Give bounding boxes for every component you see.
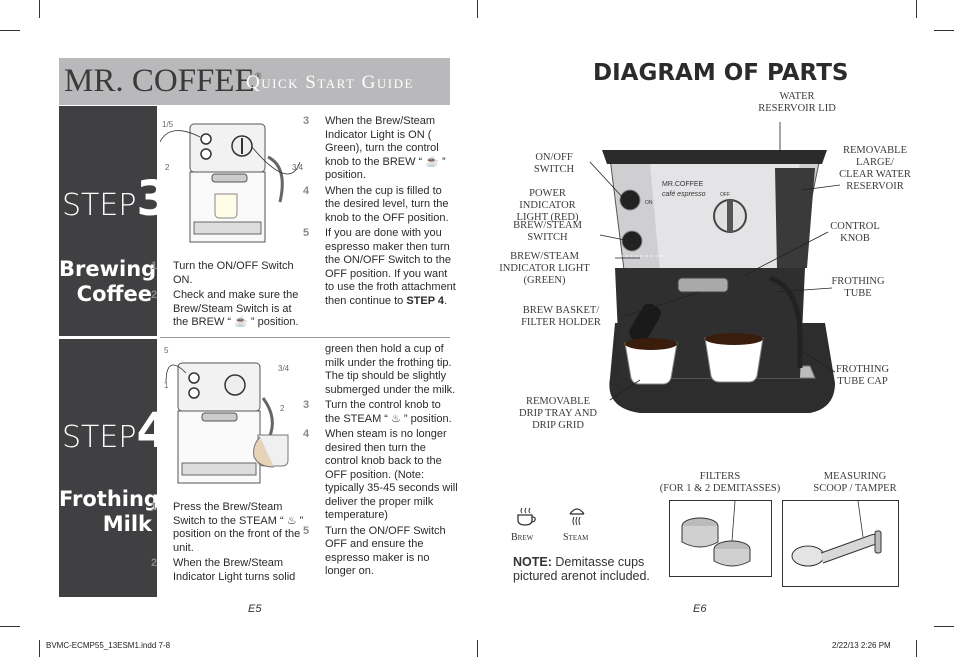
crop-mark	[934, 626, 954, 627]
switch-on-text: ON	[645, 200, 653, 206]
crop-mark	[934, 30, 954, 31]
callout-on-off-switch: On/OffSwitch	[533, 152, 575, 175]
illus-label: 3/4	[278, 364, 290, 373]
brew-icon	[517, 507, 536, 526]
crop-mark	[477, 0, 478, 18]
step4-right-instructions: green then hold a cup of milk under the …	[303, 343, 458, 577]
callout-frothing-tube-cap: FrothingTube Cap	[835, 364, 890, 387]
page-number-right: E6	[693, 603, 707, 615]
step4-heading: STEP4	[62, 403, 170, 459]
steam-icon	[569, 508, 585, 526]
step4-illustration: 5 1 3/4 2	[164, 346, 290, 484]
illus-label: 3/4	[292, 163, 304, 172]
callout-control-knob: ControlKnob	[830, 221, 880, 244]
crop-mark	[477, 640, 478, 657]
note-demitasse: NOTE: Demitasse cups pictured arenot inc…	[513, 555, 650, 583]
illus-label: 2	[165, 163, 170, 172]
step3-panel	[59, 106, 157, 336]
footer-filename: BVMC-ECMP55_13ESM1.indd 7-8	[46, 641, 171, 650]
illus-label: 1	[164, 381, 169, 390]
crop-mark	[39, 0, 40, 18]
illus-label: 2	[280, 404, 285, 413]
espresso-machine-illustration: MR.COFFEE café espresso OFF ON	[602, 150, 835, 413]
divider	[160, 337, 450, 338]
callout-removable-reservoir: RemovableLarge/Clear WaterReservoir	[839, 145, 911, 192]
crop-mark	[0, 626, 20, 627]
crop-mark	[916, 640, 917, 657]
filters-label: Filters(for 1 & 2 demitasses)	[659, 471, 781, 494]
machine-model-text: café espresso	[662, 191, 706, 198]
crop-mark	[916, 0, 917, 18]
scoop-illustration	[791, 500, 882, 567]
callout-drip-tray: RemovableDrip Tray andDrip Grid	[519, 396, 597, 431]
illus-label: 1/5	[162, 120, 174, 129]
step3-illustration: 1/5 2 3/4	[160, 120, 304, 243]
quick-start-guide-title: Quick Start Guide	[246, 72, 414, 93]
mr-coffee-logo: MR. COFFEE®	[64, 63, 262, 99]
callout-frothing-tube: FrothingTube	[831, 276, 885, 299]
steam-label: Steam	[563, 532, 589, 543]
step3-heading: STEP3	[62, 171, 170, 227]
illus-label: 5	[164, 346, 169, 355]
scoop-label: MeasuringScoop / Tamper	[813, 471, 897, 494]
page-number-left: E5	[248, 603, 262, 615]
filters-illustration	[681, 500, 751, 567]
filters-box	[669, 500, 772, 577]
crop-mark	[0, 30, 20, 31]
knob-off-text: OFF	[720, 192, 730, 198]
crop-mark	[39, 640, 40, 657]
callout-leader-lines	[589, 122, 841, 401]
brew-label: Brew	[511, 532, 534, 543]
callout-brew-basket: Brew Basket/Filter Holder	[521, 305, 601, 328]
brand-header-bar	[59, 58, 450, 105]
machine-brand-text: MR.COFFEE	[662, 181, 704, 188]
step4-panel	[59, 339, 157, 597]
diagram-title: DIAGRAM OF PARTS	[593, 60, 849, 86]
callout-water-reservoir-lid: WaterReservoir Lid	[758, 91, 836, 114]
scoop-box	[782, 500, 899, 587]
footer-date: 2/22/13 2:26 PM	[832, 641, 891, 650]
